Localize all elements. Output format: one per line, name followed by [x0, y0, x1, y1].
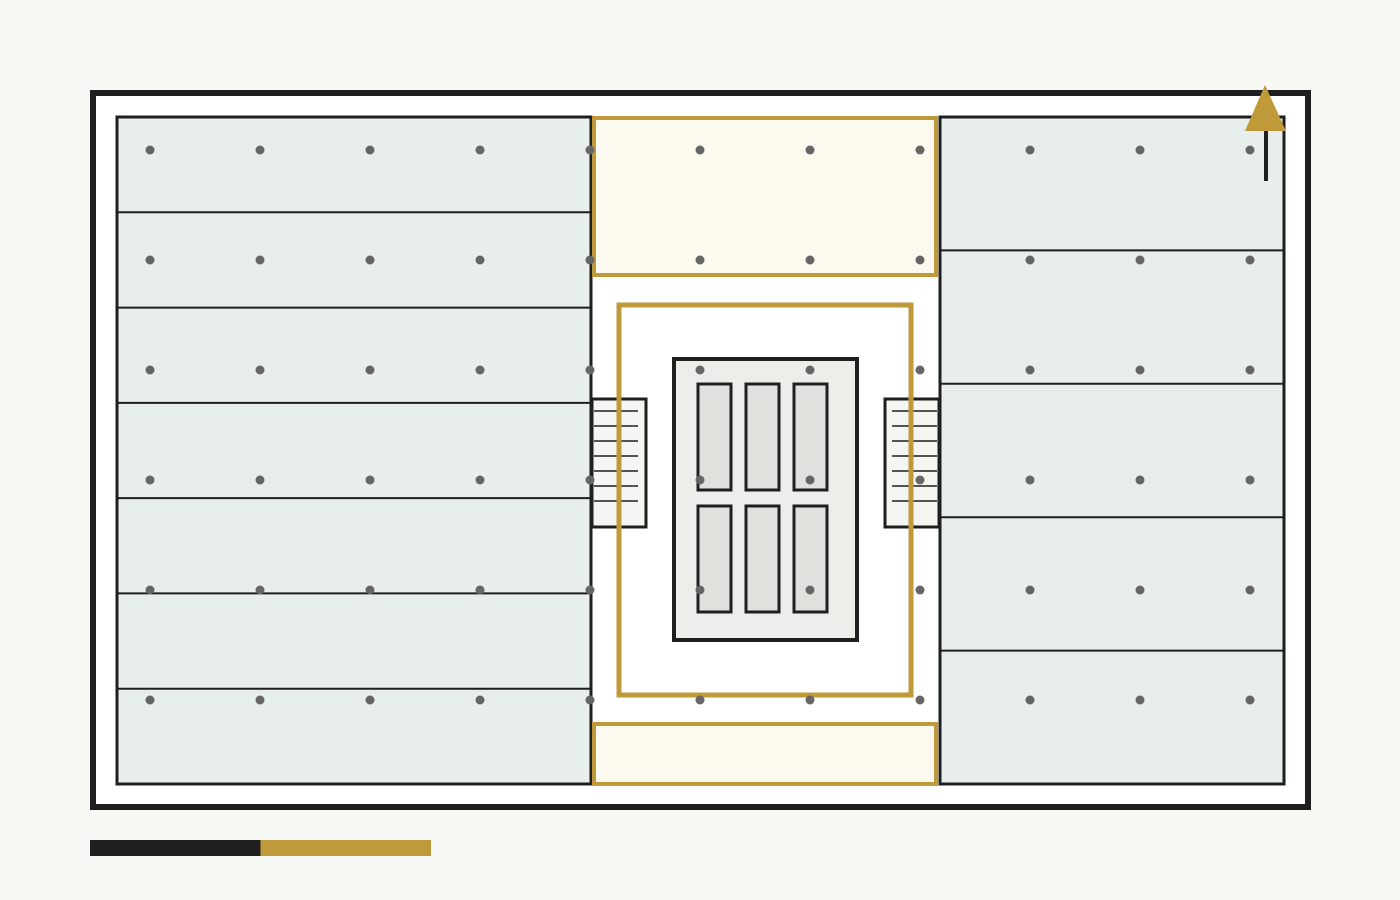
column-dot [145, 145, 155, 155]
column-dot [695, 365, 705, 375]
column-dot [805, 255, 815, 265]
column-dot [695, 475, 705, 485]
column-dot [1245, 145, 1255, 155]
common-area-top [592, 116, 938, 277]
column-dot [255, 145, 265, 155]
north-arrow-icon [1245, 85, 1286, 181]
stair-right-treads [892, 410, 937, 502]
column-dot [695, 255, 705, 265]
column-dot [145, 585, 155, 595]
elevator [792, 504, 829, 614]
column-dot [1245, 585, 1255, 595]
column-dot [805, 585, 815, 595]
column-dot [585, 365, 595, 375]
column-dot [695, 585, 705, 595]
scale-bar-segment [260, 840, 431, 856]
elevator [696, 504, 733, 614]
column-dot [1135, 365, 1145, 375]
column-dot [805, 475, 815, 485]
column-dot [1245, 365, 1255, 375]
column-dot [1025, 145, 1035, 155]
column-dot [365, 585, 375, 595]
column-dot [915, 145, 925, 155]
column-dot [805, 145, 815, 155]
column-dot [915, 585, 925, 595]
column-dot [1135, 255, 1145, 265]
column-dot [805, 695, 815, 705]
core [672, 357, 859, 642]
left-wing-boundary [115, 115, 593, 786]
column-dot [255, 585, 265, 595]
column-dot [1025, 365, 1035, 375]
left-wing-dividers [117, 211, 591, 690]
column-dot [255, 255, 265, 265]
column-dot [805, 365, 815, 375]
left-wing [115, 115, 593, 786]
column-dot [1135, 585, 1145, 595]
column-dot [475, 585, 485, 595]
scale-bar-segment [90, 840, 261, 856]
column-dot [585, 695, 595, 705]
elevator-bank [696, 382, 829, 614]
column-dot [475, 365, 485, 375]
column-dot [695, 695, 705, 705]
column-dot [255, 475, 265, 485]
column-dot [695, 145, 705, 155]
column-dot [1245, 255, 1255, 265]
column-dot [1135, 145, 1145, 155]
column-dot [365, 695, 375, 705]
column-dot [915, 695, 925, 705]
column-dot [585, 585, 595, 595]
column-dot [1135, 475, 1145, 485]
column-dot [475, 145, 485, 155]
column-dot [145, 695, 155, 705]
right-wing [938, 115, 1286, 786]
scale-bar [90, 840, 431, 856]
column-dot [365, 145, 375, 155]
column-dot [475, 255, 485, 265]
common-area-bottom [592, 722, 938, 786]
column-dot [915, 255, 925, 265]
column-dot [365, 475, 375, 485]
column-dot [145, 365, 155, 375]
column-dot [475, 475, 485, 485]
lobby-boundary [616, 302, 914, 698]
column-dot [1245, 475, 1255, 485]
column-dot [585, 145, 595, 155]
north-arrow-head [1245, 85, 1286, 131]
column-dot [1025, 695, 1035, 705]
column-grid [145, 145, 1255, 705]
column-dot [1025, 585, 1035, 595]
elevator [696, 382, 733, 492]
elevator [744, 504, 781, 614]
column-dot [145, 255, 155, 265]
column-dot [145, 475, 155, 485]
column-dot [915, 475, 925, 485]
column-dot [365, 365, 375, 375]
stair-left-treads [594, 410, 638, 502]
column-dot [365, 255, 375, 265]
column-dot [1135, 695, 1145, 705]
column-dot [1025, 475, 1035, 485]
column-dot [585, 255, 595, 265]
column-dot [255, 365, 265, 375]
column-dot [915, 365, 925, 375]
right-wing-boundary [938, 115, 1286, 786]
column-dot [475, 695, 485, 705]
right-wing-dividers [940, 249, 1284, 652]
elevator [792, 382, 829, 492]
column-dot [255, 695, 265, 705]
column-dot [1025, 255, 1035, 265]
column-dot [1245, 695, 1255, 705]
elevator [744, 382, 781, 492]
column-dot [585, 475, 595, 485]
